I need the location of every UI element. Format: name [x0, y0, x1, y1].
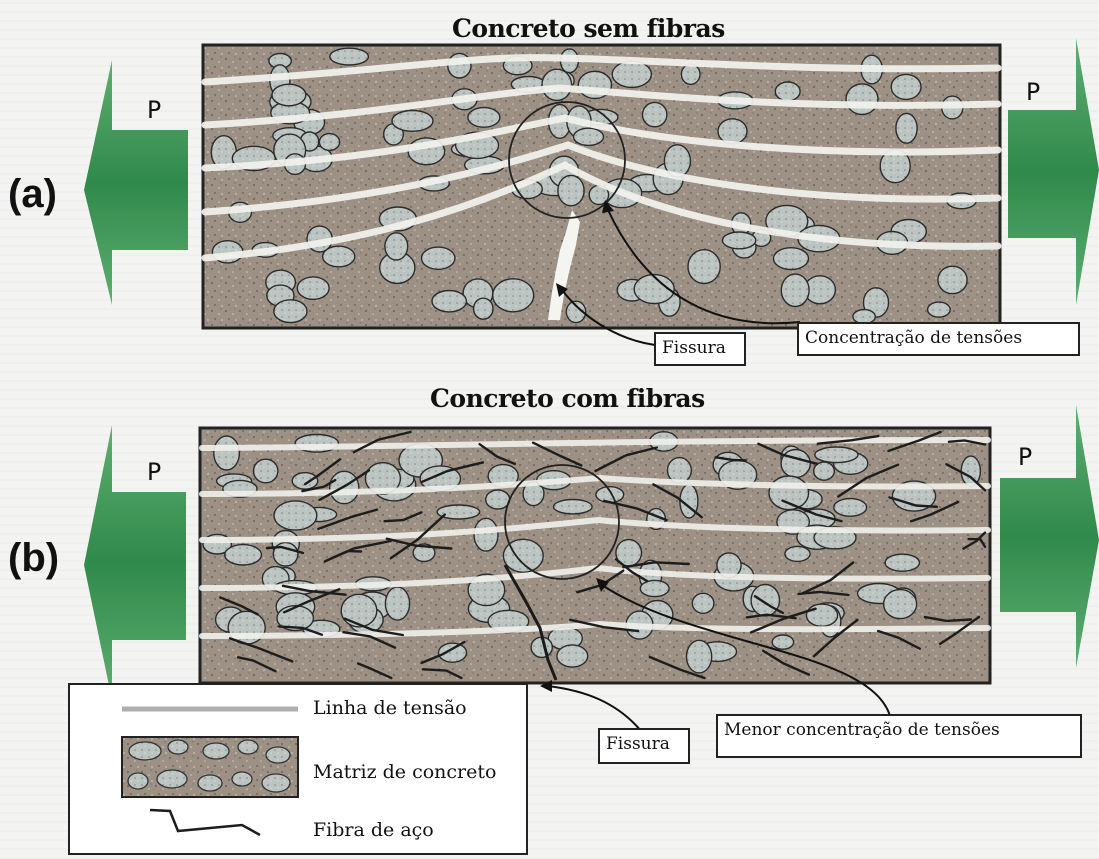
- panel-a-aggregate: [392, 111, 433, 132]
- legend-label-steel-fiber: Fibra de aço: [313, 819, 434, 841]
- callout-menor-concentracao-b: Menor concentração de tensões: [716, 714, 1082, 758]
- panel-a-aggregate: [612, 61, 651, 87]
- panel-a-aggregate: [718, 119, 747, 144]
- panel-b-aggregate: [834, 499, 867, 517]
- panel-b-aggregate: [885, 554, 919, 571]
- panel-a-aggregate: [432, 291, 466, 312]
- panel-a-aggregate: [474, 298, 493, 319]
- panel-b-aggregate: [225, 545, 262, 565]
- panel-a-aggregate: [891, 74, 921, 99]
- panel-a-aggregate: [493, 279, 534, 312]
- panel-a-aggregate: [558, 175, 584, 205]
- panel-b-aggregate: [292, 473, 318, 489]
- right-tension-arrow-b: [1000, 405, 1099, 668]
- panel-b-aggregate: [815, 447, 858, 463]
- title-panel-b: Concreto com fibras: [430, 384, 705, 413]
- panel-a-aggregate: [574, 128, 604, 145]
- callout-concentracao-tensoes-a: Concentração de tensões: [797, 322, 1080, 356]
- panel-a-aggregate: [722, 232, 755, 249]
- panel-b-aggregate: [751, 585, 779, 616]
- panel-b-aggregate: [596, 487, 624, 503]
- panel-a-aggregate: [297, 277, 329, 299]
- panel-b-aggregate: [769, 476, 809, 510]
- panel-a-aggregate: [846, 84, 878, 115]
- legend-label-stress-line: Linha de tensão: [313, 697, 467, 719]
- panel-b-aggregate: [785, 546, 810, 561]
- force-label-left-b: P: [147, 458, 161, 486]
- panel-b-aggregate: [557, 645, 588, 667]
- panel-b-aggregate: [772, 635, 793, 649]
- panel-a-aggregate: [272, 84, 306, 106]
- legend-steel-fiber-icon: [150, 810, 260, 835]
- panel-a-aggregate: [938, 266, 967, 293]
- force-label-right-a: P: [1026, 78, 1040, 106]
- panel-b-aggregate: [884, 590, 917, 619]
- panel-a-aggregate: [274, 300, 307, 323]
- panel-b-aggregate: [274, 501, 317, 530]
- panel-a-aggregate: [385, 233, 408, 260]
- panel-b-aggregate: [214, 436, 240, 470]
- right-tension-arrow-a: [1008, 38, 1099, 305]
- panel-b-aggregate: [692, 593, 714, 613]
- title-panel-a: Concreto sem fibras: [452, 14, 725, 43]
- panel-a-aggregate: [781, 274, 809, 306]
- panel-label-a: (a): [8, 172, 57, 217]
- panel-a-aggregate: [319, 134, 339, 151]
- panel-b-aggregate: [254, 459, 278, 483]
- panel-a-aggregate: [775, 82, 800, 101]
- panel-b-aggregate: [341, 594, 377, 627]
- panel-b-aggregate: [781, 450, 810, 478]
- panel-a-aggregate: [774, 248, 809, 270]
- panel-a-aggregate: [643, 102, 667, 126]
- panel-b-aggregate: [961, 456, 980, 486]
- panel-a-aggregate: [468, 108, 500, 128]
- panel-b-aggregate: [806, 604, 837, 626]
- panel-b-aggregate: [474, 518, 498, 551]
- left-tension-arrow-a: [84, 60, 188, 305]
- panel-a-aggregate: [896, 113, 917, 143]
- legend-label-concrete-matrix: Matriz de concreto: [313, 761, 496, 783]
- panel-a-aggregate: [681, 64, 700, 84]
- panel-b-aggregate: [640, 580, 669, 596]
- panel-a-aggregate: [330, 48, 369, 65]
- panel-label-b: (b): [8, 536, 59, 581]
- callout-fissura-b: Fissura: [598, 728, 690, 764]
- panel-b-aggregate: [385, 587, 409, 620]
- concrete-block-b: [200, 428, 990, 683]
- callout-fissura-a: Fissura: [654, 332, 746, 366]
- panel-a-aggregate: [688, 250, 720, 284]
- legend-box: Linha de tensão Matriz de concreto Fibra…: [68, 683, 528, 855]
- panel-a-aggregate: [928, 302, 951, 317]
- panel-b-aggregate: [486, 490, 510, 509]
- panel-b-aggregate: [439, 643, 467, 662]
- left-tension-arrow-b: [84, 425, 186, 700]
- panel-b-aggregate: [687, 640, 712, 673]
- panel-a-aggregate: [422, 247, 455, 269]
- panel-b-aggregate: [554, 500, 593, 514]
- force-label-left-a: P: [147, 96, 161, 124]
- force-label-right-b: P: [1018, 443, 1032, 471]
